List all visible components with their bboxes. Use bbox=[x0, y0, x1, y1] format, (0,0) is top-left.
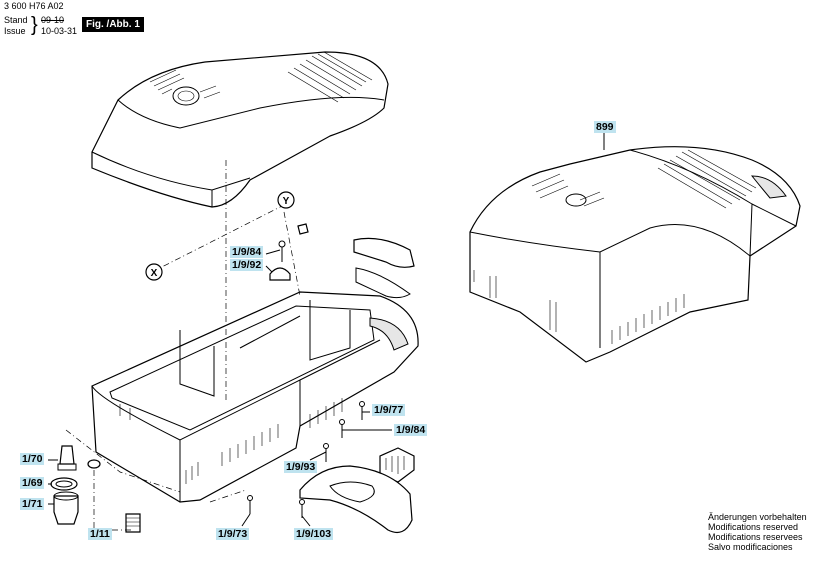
part-label-899[interactable]: 899 bbox=[594, 121, 616, 133]
issue-label: Issue bbox=[4, 26, 26, 36]
part-label-1-9-84-bottom[interactable]: 1/9/84 bbox=[394, 424, 428, 436]
x-marker-text: X bbox=[151, 268, 158, 279]
centerlines bbox=[65, 160, 301, 531]
assembled-unit-drawing bbox=[469, 128, 801, 363]
notice-line-fr: Modifications reservees bbox=[708, 532, 803, 542]
part-label-1-9-93[interactable]: 1/9/93 bbox=[284, 461, 318, 473]
part-label-1-69[interactable]: 1/69 bbox=[20, 477, 45, 489]
top-cover-drawing bbox=[91, 51, 389, 208]
modifications-notice: Änderungen vorbehalten Modifications res… bbox=[708, 512, 807, 552]
y-marker-circle bbox=[277, 191, 295, 209]
part-label-1-9-84-top[interactable]: 1/9/84 bbox=[230, 246, 264, 258]
base-housing-drawing bbox=[91, 291, 419, 503]
notice-line-es: Salvo modificaciones bbox=[708, 542, 793, 552]
part-label-1-9-103[interactable]: 1/9/103 bbox=[294, 528, 334, 540]
notice-line-en: Modifications reserved bbox=[708, 522, 799, 532]
small-parts-drawing bbox=[50, 223, 415, 533]
document-number: 3 600 H76 A02 bbox=[4, 1, 64, 11]
figure-label: Fig. /Abb. 1 bbox=[82, 17, 144, 32]
notice-line-de: Änderungen vorbehalten bbox=[708, 512, 807, 522]
part-label-1-71[interactable]: 1/71 bbox=[20, 498, 45, 510]
part-label-1-11[interactable]: 1/11 bbox=[88, 528, 112, 540]
part-label-1-9-92[interactable]: 1/9/92 bbox=[230, 259, 264, 271]
issue-date: 10-03-31 bbox=[41, 26, 78, 36]
y-marker-text: Y bbox=[283, 196, 290, 207]
part-label-1-9-73[interactable]: 1/9/73 bbox=[216, 528, 250, 540]
x-marker-circle bbox=[145, 263, 163, 281]
stand-label: Stand bbox=[4, 15, 28, 25]
stand-issue-brace: } bbox=[31, 14, 38, 36]
part-label-1-9-77[interactable]: 1/9/77 bbox=[372, 404, 406, 416]
stand-date: 09-10 bbox=[41, 15, 65, 25]
leader-lines bbox=[48, 128, 605, 530]
part-label-1-70[interactable]: 1/70 bbox=[20, 453, 45, 465]
